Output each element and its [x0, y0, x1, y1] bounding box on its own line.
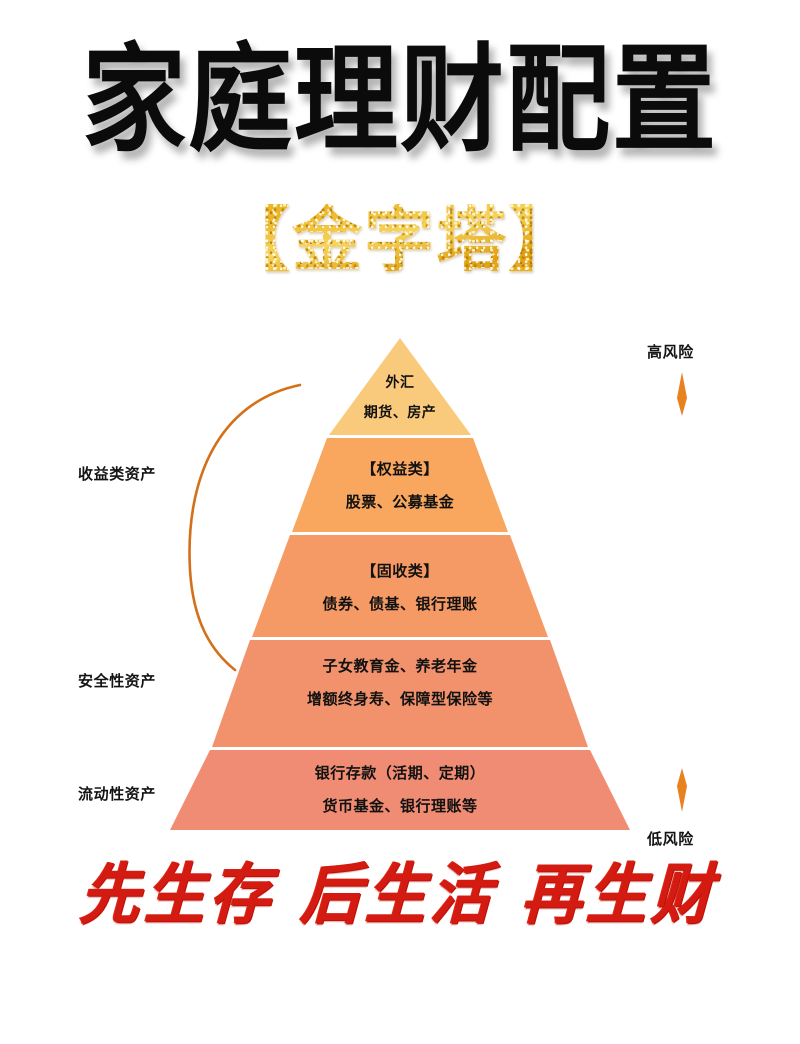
side-label-safety-assets: 安全性资产 [78, 672, 157, 690]
pyramid-tier-2-shape [292, 438, 508, 532]
pyramid-tier-5-shape [170, 750, 630, 830]
pyramid-tier-3-shape [252, 535, 548, 637]
pyramid-shape [170, 338, 630, 830]
income-bracket-arc [188, 383, 302, 672]
pyramid-tier-4-shape [212, 640, 588, 747]
risk-arrow-head-down [677, 768, 687, 812]
page-subtitle: 【金字塔】 [0, 204, 800, 278]
risk-axis-arrow [677, 372, 687, 812]
risk-arrow-head-up [677, 372, 687, 416]
side-label-income-assets: 收益类资产 [78, 465, 157, 483]
side-label-liquidity-assets: 流动性资产 [78, 785, 157, 803]
risk-label-high: 高风险 [647, 343, 694, 361]
page-title: 家庭理财配置 [81, 31, 718, 169]
pyramid-tier-1-shape [329, 338, 471, 435]
risk-label-low: 低风险 [647, 830, 694, 848]
footer-slogan: 先生存 后生活 再生财 [78, 856, 719, 934]
